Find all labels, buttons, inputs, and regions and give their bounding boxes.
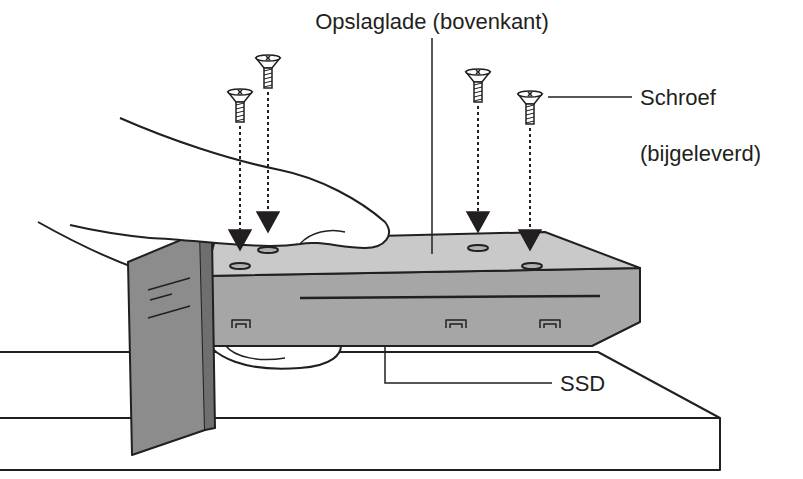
- tray-front-plate: [128, 232, 205, 455]
- screw-head-top: [256, 55, 280, 61]
- screw: [466, 69, 490, 232]
- screw-thread: [264, 77, 272, 79]
- screw-thread: [526, 113, 534, 115]
- screw-head-top: [466, 69, 490, 75]
- screw-thread: [526, 121, 534, 123]
- screw-thread: [264, 73, 272, 75]
- screw-thread: [264, 81, 272, 83]
- screw-thread: [474, 83, 482, 85]
- screw: [228, 89, 252, 250]
- screw-hole: [258, 247, 278, 253]
- screw-head-top: [518, 91, 542, 97]
- tray-side: [205, 268, 640, 346]
- screw-head-top: [228, 89, 252, 95]
- screw-shaft: [474, 82, 482, 102]
- upper-hand: [120, 118, 389, 248]
- screw-thread: [474, 95, 482, 97]
- tray-notch: [232, 320, 250, 328]
- part-name: Schroef (bijgeleverd): [638, 70, 792, 182]
- screw: [256, 55, 280, 232]
- screw-thread: [474, 91, 482, 93]
- screw-hole: [230, 263, 250, 269]
- part-label: SSD: [558, 370, 607, 398]
- arrowhead: [229, 230, 251, 250]
- screw-cross: [476, 70, 480, 74]
- screw-thread: [526, 109, 534, 111]
- tray-slot: [300, 296, 600, 298]
- tray-notch: [540, 320, 560, 328]
- screw-thread: [474, 99, 482, 101]
- screw: [518, 91, 542, 250]
- screw-thread: [236, 111, 244, 113]
- table: [0, 352, 720, 470]
- leader-line: [385, 346, 552, 383]
- dashed-guide: [477, 106, 479, 214]
- screw-thread: [236, 119, 244, 121]
- tray-front-plate-edge: [200, 232, 215, 430]
- screw-shaft: [526, 104, 534, 124]
- arrowhead: [467, 212, 489, 232]
- wrist-line: [70, 225, 150, 238]
- screw-cross: [238, 90, 242, 94]
- screw-shaft: [236, 102, 244, 122]
- leader-line: [431, 38, 433, 254]
- screw-cross: [528, 92, 532, 96]
- screw-cross: [266, 56, 270, 60]
- plate-detail: [148, 278, 190, 318]
- screw-hole: [522, 263, 542, 269]
- dashed-guide: [267, 92, 269, 214]
- finger-line: [225, 345, 285, 359]
- screw-thread: [264, 69, 272, 71]
- screw-thread: [526, 117, 534, 119]
- screw-thread: [236, 115, 244, 117]
- table-edge: [0, 417, 720, 419]
- screw-thread: [236, 107, 244, 109]
- part-name: Opslaglade (bovenkant): [313, 8, 551, 36]
- screw-hole: [468, 245, 488, 251]
- tray-notch: [446, 320, 466, 328]
- screw-thread: [526, 105, 534, 107]
- arrowhead: [519, 230, 541, 250]
- dashed-guide: [239, 126, 241, 232]
- dashed-guide: [529, 128, 531, 232]
- thumb-line: [300, 231, 345, 245]
- arrowhead: [257, 212, 279, 232]
- screw-thread: [264, 85, 272, 87]
- leader-line: [548, 96, 632, 98]
- screw-thread: [236, 103, 244, 105]
- screw-shaft: [264, 68, 272, 88]
- screw-thread: [474, 87, 482, 89]
